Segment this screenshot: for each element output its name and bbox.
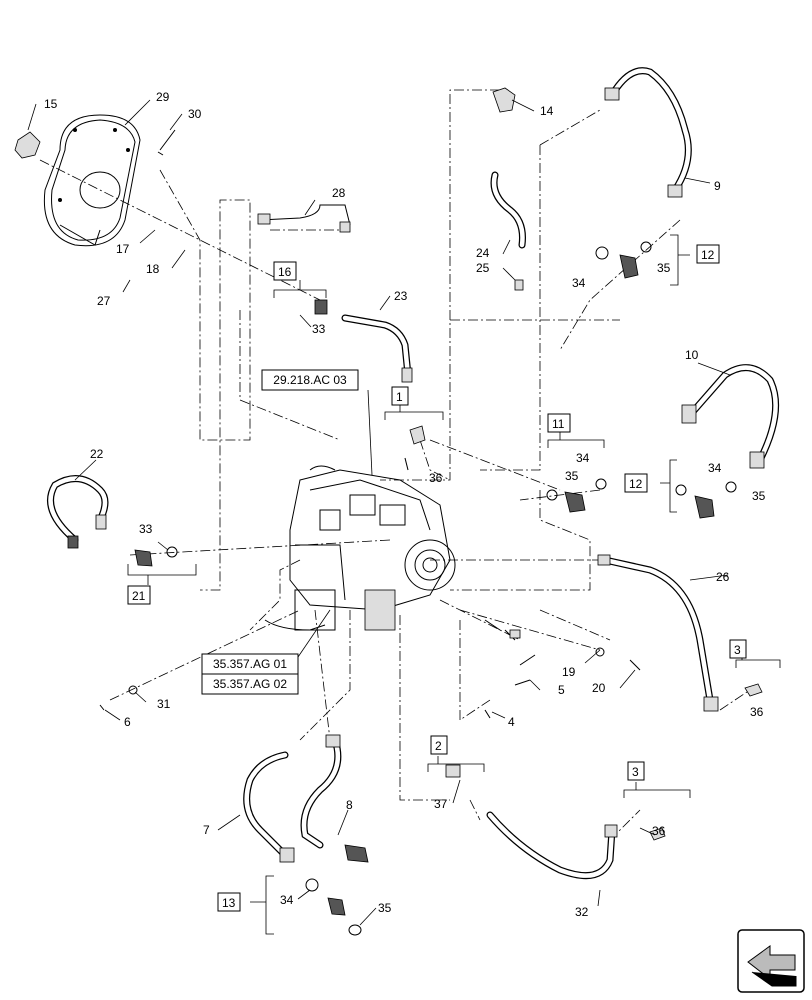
callout-37: 37 [434, 797, 448, 811]
callout-34b: 34 [576, 451, 590, 465]
fitting-group-11 [546, 478, 607, 513]
callout-17: 17 [116, 242, 130, 256]
callout-7: 7 [203, 823, 210, 837]
callout-14: 14 [540, 104, 554, 118]
boxed-callout-3b [627, 761, 645, 781]
callout-18: 18 [146, 262, 160, 276]
bolt-30 [157, 129, 176, 156]
hose-9 [604, 67, 692, 198]
assembly-lines [39, 89, 751, 841]
callout-32: 32 [575, 905, 589, 919]
callout-34a: 34 [572, 276, 586, 290]
callout-25: 25 [476, 261, 490, 275]
tube-28 [257, 204, 351, 233]
fitting-group-12a [595, 241, 652, 279]
callout-15: 15 [44, 97, 58, 111]
reference-boxes: 29.218.AC 03 35.357.AG 01 35.357.AG 02 [127, 244, 747, 912]
callout-8: 8 [346, 798, 353, 812]
boxed-callout-12b [624, 473, 648, 493]
callout-10: 10 [685, 348, 699, 362]
callout-36c: 36 [652, 824, 666, 838]
boxed-callout-2 [430, 735, 448, 755]
callout-3b: 3 [632, 765, 639, 779]
fitting-1 [404, 425, 426, 471]
callout-34d: 34 [280, 893, 294, 907]
fitting-group-13 [305, 878, 362, 936]
pump-assembly [264, 465, 456, 631]
flywheel-housing [43, 114, 141, 247]
leader-lines [27, 99, 731, 926]
sensor-14 [492, 87, 516, 113]
callout-36b: 36 [750, 705, 764, 719]
callout-26: 26 [716, 570, 730, 584]
callout-12b: 12 [629, 477, 643, 491]
hose-32 [445, 764, 666, 880]
callout-1: 1 [396, 390, 403, 404]
callout-33b: 33 [139, 522, 153, 536]
reference-35357-01: 35.357.AG 01 [213, 657, 287, 671]
hose-10 [681, 364, 780, 469]
boxed-callout-11 [547, 413, 571, 433]
callout-31: 31 [157, 697, 171, 711]
callout-34c: 34 [708, 461, 722, 475]
callout-30: 30 [188, 107, 202, 121]
reference-29218: 29.218.AC 03 [273, 373, 347, 387]
callout-35d: 35 [378, 901, 392, 915]
reference-box-29218 [261, 369, 359, 391]
hose-23 [314, 299, 413, 383]
fitting-group-12b [675, 481, 737, 519]
brackets [127, 234, 781, 935]
boxed-callout-12a [696, 244, 720, 264]
boxed-callout-13 [217, 892, 241, 912]
arrow-icon[interactable] [737, 929, 805, 993]
boxed-callout-1 [391, 386, 409, 406]
callout-35c: 35 [752, 489, 766, 503]
callout-numbers: 15 29 30 17 18 27 28 16 33 23 14 24 25 9… [44, 90, 766, 919]
reference-box-35357-02 [201, 673, 299, 695]
callout-16: 16 [278, 265, 292, 279]
callout-2: 2 [435, 739, 442, 753]
sensor-15 [14, 131, 41, 159]
callout-24: 24 [476, 246, 490, 260]
callout-3a: 3 [734, 643, 741, 657]
callout-27: 27 [97, 294, 111, 308]
callout-6: 6 [124, 715, 131, 729]
bolts [99, 619, 641, 719]
callout-21: 21 [132, 589, 146, 603]
hose-22 [47, 475, 178, 567]
callout-29: 29 [156, 90, 170, 104]
callout-22: 22 [90, 447, 104, 461]
callout-19: 19 [562, 665, 576, 679]
callout-9: 9 [714, 179, 721, 193]
boxed-callout-3a [729, 639, 747, 659]
callout-4: 4 [508, 715, 515, 729]
callout-35a: 35 [657, 261, 671, 275]
callout-35b: 35 [565, 469, 579, 483]
callout-12a: 12 [701, 248, 715, 262]
reference-35357-02: 35.357.AG 02 [213, 677, 287, 691]
callout-23: 23 [394, 289, 408, 303]
callout-20: 20 [592, 681, 606, 695]
boxed-callout-21 [127, 585, 151, 605]
hose-7 [243, 751, 295, 863]
callout-33a: 33 [312, 322, 326, 336]
hose-8 [300, 734, 369, 863]
callout-36a: 36 [429, 471, 443, 485]
hose-24 [490, 171, 526, 291]
callout-11: 11 [552, 417, 565, 431]
boxed-callout-16 [273, 261, 297, 281]
callout-28: 28 [332, 186, 346, 200]
hose-26 [597, 554, 719, 712]
callout-13: 13 [222, 896, 236, 910]
fitting-36b [744, 683, 763, 697]
callout-5: 5 [558, 683, 565, 697]
